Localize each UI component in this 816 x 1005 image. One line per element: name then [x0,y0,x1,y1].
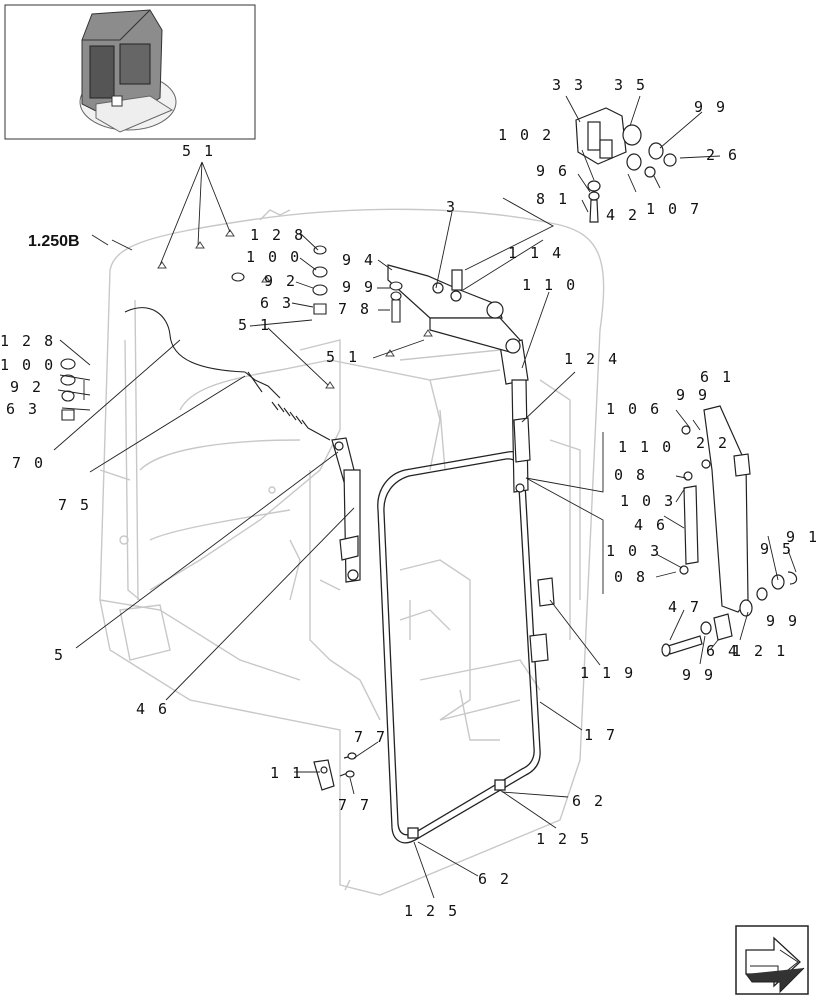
callout-label: 5 1 [182,142,215,160]
callout-label: 9 9 [682,666,715,684]
callout-label: 5 1 [238,316,271,334]
left-door-strut [331,437,361,583]
callout-label: 9 6 [536,162,569,180]
callout-label: 7 8 [338,300,371,318]
cab-frame-outline [99,208,605,896]
hinge-block [575,107,677,223]
cab-thumbnail-icon [4,4,256,140]
callout-label: 9 9 [342,278,375,296]
hinge-arm [387,264,521,354]
callout-label: 1 0 0 [246,248,301,266]
callout-label: 9 9 [694,98,727,116]
callout-label: 1 2 5 [404,902,459,920]
hardware-stack-center [231,245,403,323]
callout-label: 1 0 3 [620,492,675,510]
door-frame [377,450,541,844]
callout-label: 1 7 [584,726,617,744]
callout-label: 7 7 [338,796,371,814]
callout-label: 9 9 [676,386,709,404]
callout-label: 9 4 [342,251,375,269]
callout-label: 6 2 [478,870,511,888]
callout-label: 1 1 4 [508,244,563,262]
door-latch [313,752,357,791]
callout-label: 1 1 0 [618,438,673,456]
callout-label: 1 2 8 [250,226,305,244]
callout-label: 1 2 4 [564,350,619,368]
callout-label: 1 1 [270,764,303,782]
callout-label: 3 5 [614,76,647,94]
callout-label: 9 5 [760,540,793,558]
callout-label: 1 1 9 [580,664,635,682]
callout-label: 3 3 [552,76,585,94]
callout-label: 9 2 [10,378,43,396]
callout-label: 0 8 [614,466,647,484]
callout-label: 6 2 [572,792,605,810]
callout-label: 2 6 [706,146,739,164]
callout-label: 4 2 [606,206,639,224]
callout-label: 1 2 1 [732,642,787,660]
callout-label: 7 0 [12,454,45,472]
callout-label: 6 4 [706,642,739,660]
callout-label: 5 [54,646,65,664]
reference-label: 1.250B [28,233,80,250]
right-door-strut [499,339,555,663]
callout-label: 3 [446,198,457,216]
callout-label: 9 1 [786,528,816,546]
callout-label: 1 0 7 [646,200,701,218]
callout-label: 6 3 [260,294,293,312]
callout-label: 1 1 0 [522,276,577,294]
callout-label: 6 1 [700,368,733,386]
hardware-stack-left [60,358,76,421]
spring-cable-assembly [124,307,331,441]
right-strut-assembly [661,405,798,657]
callout-label: 9 2 [264,272,297,290]
callout-label: 7 7 [354,728,387,746]
callout-label: 4 6 [136,700,169,718]
callout-labels: 5 1 1 2 8 1 0 0 9 2 6 3 5 1 9 4 9 9 7 8 … [0,76,816,920]
callout-label: 9 9 [766,612,799,630]
callout-label: 0 8 [614,568,647,586]
callout-label: 1 2 8 [0,332,55,350]
callout-label: 2 2 [696,434,729,452]
callout-label: 7 5 [58,496,91,514]
callout-label: 1 0 6 [606,400,661,418]
callout-label: 4 7 [668,598,701,616]
callout-label: 1 2 5 [536,830,591,848]
callout-label: 8 1 [536,190,569,208]
next-page-arrow-icon[interactable] [735,925,809,995]
callout-label: 1 0 3 [606,542,661,560]
callout-label: 1 0 0 [0,356,55,374]
callout-label: 4 6 [634,516,667,534]
leader-lines [53,95,797,899]
callout-label: 5 1 [326,348,359,366]
callout-label: 1 0 2 [498,126,553,144]
roof-fasteners [157,229,433,389]
callout-label: 6 3 [6,400,39,418]
